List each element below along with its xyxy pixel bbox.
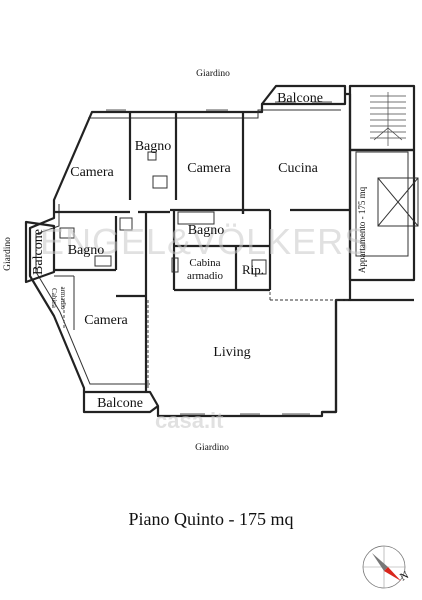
label-cabina-armadio-1-line1: Cabina: [189, 257, 220, 269]
label-giardino-top: Giardino: [196, 69, 230, 79]
fixtures: [59, 151, 267, 275]
label-camera-2: Camera: [187, 161, 231, 176]
compass-north-label: N: [398, 569, 411, 583]
label-giardino-left: Giardino: [3, 237, 13, 271]
label-balcone-bottom: Balcone: [97, 396, 143, 411]
label-giardino-bottom: Giardino: [195, 443, 229, 453]
label-appartamento: Appartamento - 175 mq: [357, 186, 367, 273]
label-bagno-3: Bagno: [188, 223, 225, 238]
label-bagno-1: Bagno: [135, 139, 172, 154]
watermark-brand: ENGEL&VÖLKERS: [40, 221, 369, 262]
balcone-left-shape: [24, 220, 56, 284]
label-ripostiglio: Rip.: [242, 262, 264, 277]
balcone-bottom-shape: [82, 392, 159, 414]
label-balcone-top: Balcone: [277, 91, 323, 106]
compass-icon: [362, 545, 406, 589]
label-balcone-left: Balcone: [31, 229, 46, 275]
label-cabina-armadio-2-line2: armadio: [59, 287, 67, 310]
label-cabina-armadio-1-line2: armadio: [187, 270, 224, 282]
label-camera-1: Camera: [70, 165, 114, 180]
label-camera-3: Camera: [84, 313, 128, 328]
label-cabina-armadio-2-line1: Cabina: [50, 288, 58, 309]
windows: [106, 101, 332, 415]
plan-title: Piano Quinto - 175 mq: [129, 509, 294, 529]
label-cucina: Cucina: [278, 161, 318, 176]
outer-walls: [28, 84, 419, 418]
label-living: Living: [213, 345, 250, 360]
label-bagno-2: Bagno: [68, 243, 105, 258]
watermark-site: casa.it: [155, 408, 224, 433]
interior-walls: [54, 112, 350, 392]
